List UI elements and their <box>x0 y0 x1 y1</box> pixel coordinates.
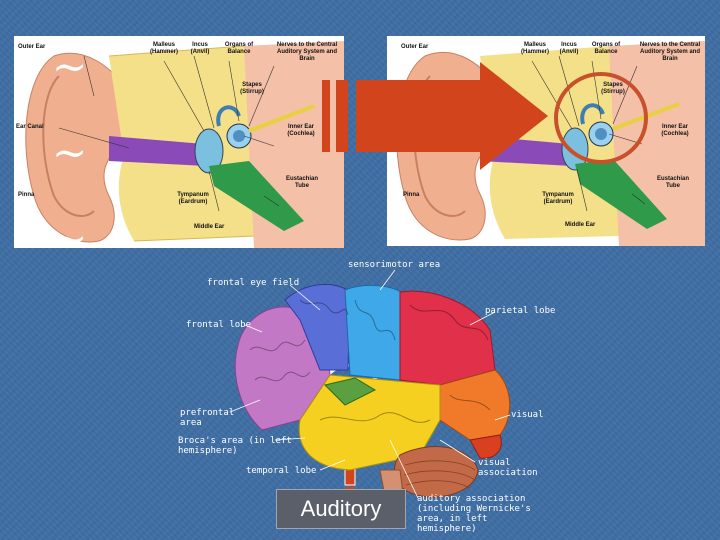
ear-illustration-left <box>25 41 344 248</box>
label-visual: visual <box>511 410 544 420</box>
tilde-mark-1: ~ <box>52 42 88 91</box>
label-inner-ear: Inner Ear (Cochlea) <box>287 124 315 137</box>
label-incus-right: Incus (Anvil) <box>559 42 579 55</box>
label-eustachian-tube-right: Eustachian Tube <box>656 176 689 189</box>
label-ear-canal: Ear Canal <box>16 124 44 130</box>
label-eustachian-tube: Eustachian Tube <box>285 176 318 189</box>
label-parietal-lobe: parietal lobe <box>485 306 556 316</box>
label-stapes: Stapes (Stirrup) <box>240 82 264 95</box>
label-stapes-right: Stapes (Stirrup) <box>601 82 625 95</box>
label-sensorimotor-area: sensorimotor area <box>348 260 441 270</box>
label-brocas-area: Broca's area (in left hemisphere) <box>178 436 292 456</box>
label-outer-ear-right: Outer Ear <box>401 44 429 50</box>
label-tympanum-right: Tympanum (Eardrum) <box>542 192 574 205</box>
label-inner-ear-right: Inner Ear (Cochlea) <box>661 124 689 137</box>
label-prefrontal-area: prefrontal area <box>180 408 235 428</box>
tilde-mark-2: ~ <box>52 128 88 177</box>
label-outer-ear: Outer Ear <box>18 44 46 50</box>
up-arrow-icon <box>337 424 363 494</box>
label-pinna: Pinna <box>18 192 35 198</box>
label-frontal-eye-field: frontal eye field <box>207 278 300 288</box>
auditory-caption: Auditory <box>276 489 406 529</box>
ear-diagram-left: Outer Ear Malleus (Hammer) Incus (Anvil)… <box>14 36 344 248</box>
label-middle-ear-right: Middle Ear <box>565 222 596 228</box>
label-tympanum: Tympanum (Eardrum) <box>177 192 209 205</box>
label-malleus-right: Malleus (Hammer) <box>520 42 549 55</box>
label-pinna-right: Pinna <box>403 192 420 198</box>
label-nerves: Nerves to the Central Auditory System an… <box>276 42 338 62</box>
tilde-mark-3: ~ <box>52 214 88 263</box>
label-visual-association: visual association <box>478 458 538 478</box>
label-nerves-right: Nerves to the Central Auditory System an… <box>639 42 701 62</box>
label-organs-of-balance: Organs of Balance <box>224 42 254 55</box>
label-frontal-lobe: frontal lobe <box>186 320 252 330</box>
label-organs-of-balance-right: Organs of Balance <box>591 42 621 55</box>
label-middle-ear: Middle Ear <box>194 224 225 230</box>
ear-illustration-right <box>396 41 705 246</box>
highlight-circle-auditory-cortex <box>318 363 382 427</box>
label-auditory-association: auditory association (including Wernicke… <box>417 494 531 534</box>
label-incus: Incus (Anvil) <box>190 42 210 55</box>
ear-diagram-right: Outer Ear Malleus (Hammer) Incus (Anvil)… <box>387 36 705 246</box>
highlight-circle-middle-ear <box>554 72 648 164</box>
label-temporal-lobe: temporal lobe <box>246 466 317 476</box>
label-malleus: Malleus (Hammer) <box>149 42 178 55</box>
